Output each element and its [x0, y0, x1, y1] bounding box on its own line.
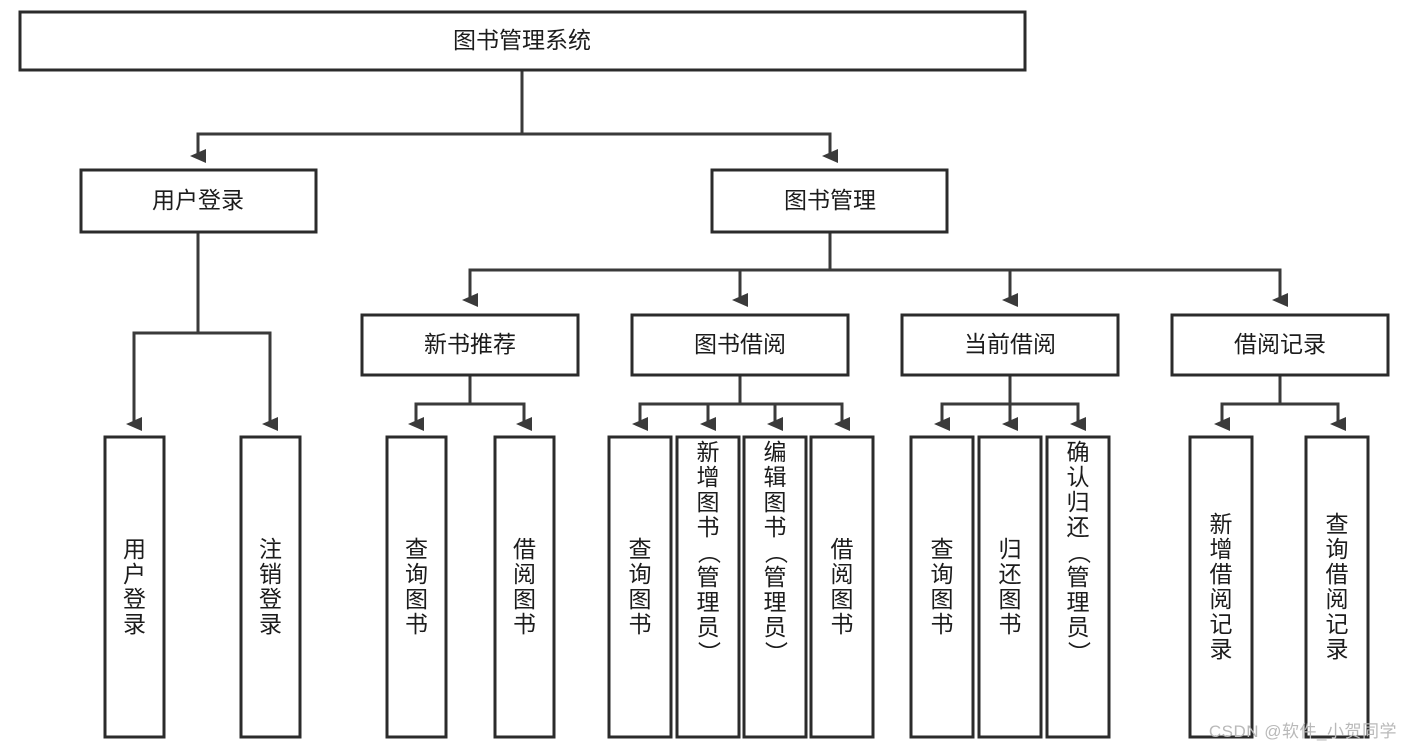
node-new-book-recommend-label: 新书推荐	[424, 331, 516, 357]
node-book-management-label: 图书管理	[784, 187, 876, 213]
node-leaf-borrow-book-2-box[interactable]	[809, 435, 875, 739]
node-new-book-recommend-box[interactable]	[360, 313, 580, 377]
node-book-borrow-box[interactable]	[630, 313, 850, 377]
node-leaf-logout-box[interactable]	[239, 435, 302, 739]
connector-group	[126, 68, 1346, 431]
node-book-management-box[interactable]	[710, 168, 949, 234]
node-borrow-record-box[interactable]	[1170, 313, 1390, 377]
node-user-login-label: 用户登录	[152, 187, 244, 213]
node-leaf-user-login-box[interactable]	[103, 435, 166, 739]
node-group: 图书管理系统 用户登录 图书管理 新书推荐 图书借阅 当前借阅 借阅记录	[18, 10, 1390, 739]
node-leaf-query-book-2-box[interactable]	[607, 435, 673, 739]
node-leaf-borrow-book-1-box[interactable]	[493, 435, 556, 739]
node-root-label: 图书管理系统	[453, 27, 591, 53]
node-leaf-add-record-box[interactable]	[1188, 435, 1254, 739]
node-book-borrow-label: 图书借阅	[694, 331, 786, 357]
node-root-box[interactable]	[18, 10, 1027, 72]
node-borrow-record-label: 借阅记录	[1234, 331, 1326, 357]
node-current-borrow-box[interactable]	[900, 313, 1120, 377]
node-leaf-query-record-box[interactable]	[1304, 435, 1370, 739]
node-leaf-return-book-box[interactable]	[977, 435, 1043, 739]
node-leaf-query-book-1-box[interactable]	[385, 435, 448, 739]
node-user-login-box[interactable]	[79, 168, 318, 234]
node-leaf-edit-book-box[interactable]	[742, 435, 808, 739]
node-leaf-query-book-3-box[interactable]	[909, 435, 975, 739]
node-leaf-add-book-box[interactable]	[675, 435, 741, 739]
watermark-text: CSDN @软件_小贺同学	[1208, 722, 1397, 741]
node-leaf-confirm-return-box[interactable]	[1045, 435, 1111, 739]
node-current-borrow-label: 当前借阅	[964, 331, 1056, 357]
